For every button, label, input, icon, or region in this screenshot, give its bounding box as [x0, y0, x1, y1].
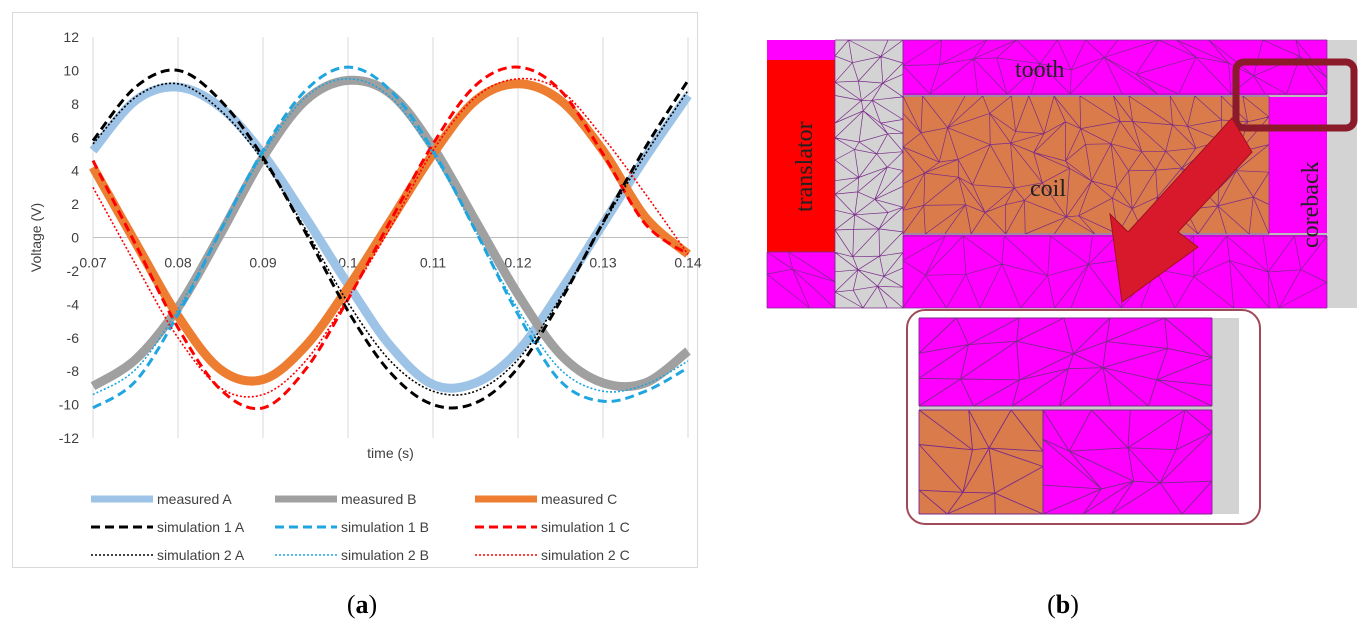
legend-label-6: simulation 2 A — [157, 547, 245, 563]
legend-label-4: simulation 1 B — [341, 519, 429, 535]
y-tick-label-10: -8 — [67, 363, 80, 379]
y-tick-label-1: 10 — [63, 62, 79, 78]
y-tick-label-0: 12 — [63, 29, 79, 45]
x-axis-label: time (s) — [367, 445, 414, 461]
series-line-measured-A — [89, 82, 692, 393]
x-tick-label-1: 0.08 — [164, 255, 191, 271]
figure-a-chart: 12 10 8 6 4 2 0 -2 -4 -6 -8 -10 -12 0.07 0.08 0.09 0.1 0.… — [12, 12, 702, 568]
x-tick-label-2: 0.09 — [249, 255, 276, 271]
series-line-simulation-2-C — [92, 77, 689, 398]
legend-label-8: simulation 2 C — [541, 547, 630, 563]
y-tick-label-7: -2 — [67, 263, 80, 279]
x-tick-label-5: 0.12 — [504, 255, 531, 271]
caption-a: (a) — [346, 590, 378, 619]
x-tick-label-6: 0.13 — [589, 255, 616, 271]
x-tick-label-3: 0.1 — [338, 255, 358, 271]
series-line-simulation-1-C — [91, 65, 689, 411]
legend-label-0: measured A — [157, 491, 232, 507]
y-tick-label-12: -12 — [59, 430, 79, 446]
inset-mesh-lines — [918, 317, 1213, 515]
legend-label-5: simulation 1 C — [541, 519, 630, 535]
series-line-simulation-1-B — [92, 65, 689, 410]
voltage-chart: 12 10 8 6 4 2 0 -2 -4 -6 -8 -10 -12 0.07 0.08 0.09 0.1 0.… — [28, 29, 702, 563]
y-tick-label-2: 8 — [71, 96, 79, 112]
y-tick-label-8: -4 — [67, 296, 80, 312]
series-line-simulation-1-A — [91, 68, 690, 410]
fem-zoom-inset — [906, 309, 1261, 525]
fem-mesh-lines — [766, 39, 1328, 309]
series-line-simulation-2-A — [92, 82, 689, 396]
label-coil: coil — [1030, 176, 1066, 202]
mesh-top-path — [902, 39, 1328, 95]
y-axis-label: Voltage (V) — [28, 203, 44, 272]
y-tick-label-4: 4 — [71, 163, 79, 179]
fem-top-view: tooth coil translator coreback — [766, 39, 1358, 309]
y-tick-label-9: -6 — [67, 330, 80, 346]
y-tick-label-3: 6 — [71, 129, 79, 145]
x-tick-label-0: 0.07 — [79, 255, 106, 271]
label-tooth: tooth — [1015, 57, 1064, 83]
y-tick-label-11: -10 — [59, 397, 79, 413]
translator-region — [767, 60, 835, 252]
x-tick-label-7: 0.14 — [674, 255, 701, 271]
mesh-inset-path — [918, 317, 1213, 407]
inset-grey — [1212, 318, 1239, 514]
legend-label-3: simulation 1 A — [157, 519, 245, 535]
highlight-box — [1232, 58, 1358, 132]
y-tick-label-6: 0 — [71, 230, 79, 246]
zoom-arrow-icon — [1109, 117, 1253, 303]
legend-label-7: simulation 2 B — [341, 547, 429, 563]
label-coreback: coreback — [1298, 161, 1324, 248]
mesh-inset-path — [1042, 409, 1213, 515]
label-translator: translator — [792, 121, 818, 212]
caption-b: (b) — [1047, 590, 1079, 619]
y-tick-label-5: 2 — [71, 196, 79, 212]
x-tick-label-4: 0.11 — [420, 255, 446, 271]
legend-label-2: measured C — [541, 491, 617, 507]
series-line-simulation-2-B — [92, 77, 689, 396]
legend-label-1: measured B — [341, 491, 416, 507]
mesh-top-path — [766, 251, 836, 309]
